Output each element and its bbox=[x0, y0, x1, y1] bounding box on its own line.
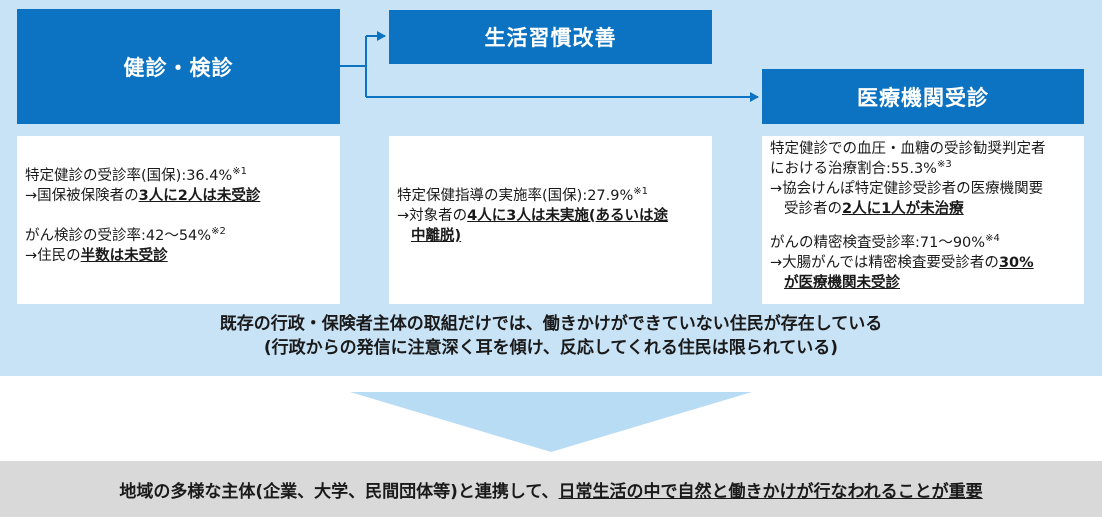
summary-line2: (行政からの発信に注意深く耳を傾け、反応してくれる住民は限られている) bbox=[263, 338, 839, 358]
card3-rate-text: における治療割合:55.3% bbox=[770, 161, 937, 177]
iryo-box: 医療機関受診 bbox=[762, 69, 1084, 124]
conclusion-band: 地域の多様な主体(企業、大学、民間団体等)と連携して、日常生活の中で自然と働きか… bbox=[0, 461, 1102, 517]
card3-note4: ※4 bbox=[985, 233, 1000, 245]
down-arrow bbox=[350, 392, 752, 452]
kenshin-box-label: 健診・検診 bbox=[123, 55, 234, 80]
card-iryo: 特定健診での血圧・血糖の受診勧奨判定者 における治療割合:55.3%※3 →協会… bbox=[762, 136, 1084, 304]
card1-rate-text: 特定健診の受診率(国保):36.4% bbox=[25, 168, 233, 184]
card3-line4-prefix: 受診者の bbox=[784, 201, 842, 217]
card1-emph2: 半数は未受診 bbox=[80, 248, 168, 264]
kenshin-box: 健診・検診 bbox=[17, 9, 340, 124]
card3-line1: 特定健診での血圧・血糖の受診勧奨判定者 bbox=[770, 141, 1046, 157]
card3-emph1: 2人に1人が未治療 bbox=[842, 201, 964, 217]
card1-note2: ※2 bbox=[211, 226, 226, 238]
card1-line4-prefix: →住民の bbox=[25, 248, 81, 264]
summary-line1: 既存の行政・保険者主体の取組だけでは、働きかけができていない住民が存在している bbox=[219, 314, 883, 334]
seikatsu-box-label: 生活習慣改善 bbox=[484, 26, 617, 50]
card3-line3: →協会けんぽ特定健診受診者の医療機関要 bbox=[770, 181, 1044, 197]
card-seikatsu: 特定保健指導の実施率(国保):27.9%※1 →対象者の4人に3人は未実施(ある… bbox=[389, 136, 712, 304]
card3-cancer-text: がんの精密検査受診率:71～90% bbox=[770, 235, 986, 251]
card2-line2-prefix: →対象者の bbox=[397, 208, 468, 224]
seikatsu-box: 生活習慣改善 bbox=[389, 10, 712, 64]
card3-line6-prefix: →大腸がんでは精密検査要受診者の bbox=[770, 255, 999, 271]
card3-emph3: が医療機関未受診 bbox=[784, 275, 900, 291]
card-kenshin: 特定健診の受診率(国保):36.4%※1 →国保被保険者の3人に2人は未受診 が… bbox=[17, 136, 340, 304]
card1-cancer-text: がん検診の受診率:42～54% bbox=[25, 228, 212, 244]
summary-text: 既存の行政・保険者主体の取組だけでは、働きかけができていない住民が存在している … bbox=[0, 312, 1102, 360]
card2-emph1: 4人に3人は未実施(あるいは途 bbox=[467, 208, 668, 224]
card1-line2-prefix: →国保被保険者の bbox=[25, 188, 139, 204]
card1-emph1: 3人に2人は未受診 bbox=[138, 188, 261, 204]
card2-rate-text: 特定保健指導の実施率(国保):27.9% bbox=[397, 188, 634, 204]
iryo-box-label: 医療機関受診 bbox=[857, 85, 989, 110]
card3-note3: ※3 bbox=[936, 159, 952, 171]
card3-emph2: 30% bbox=[998, 255, 1034, 271]
card2-emph2: 中離脱) bbox=[411, 228, 462, 244]
conclusion-emph: 日常生活の中で自然と働きかけが行なわれることが重要 bbox=[558, 481, 983, 502]
card2-note1: ※1 bbox=[633, 186, 649, 198]
conclusion-prefix: 地域の多様な主体(企業、大学、民間団体等)と連携して、 bbox=[119, 481, 559, 502]
card1-note1: ※1 bbox=[232, 166, 248, 178]
